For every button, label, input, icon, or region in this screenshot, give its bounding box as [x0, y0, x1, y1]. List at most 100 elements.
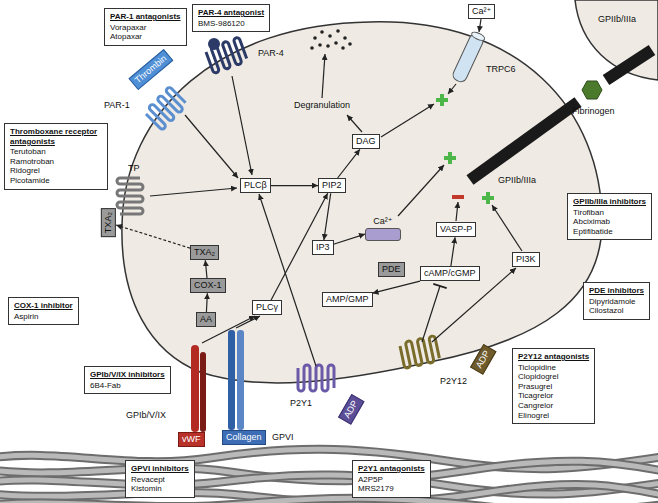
node-text: Abciximab	[573, 217, 646, 227]
inhibition-arrow	[422, 284, 447, 342]
signal-box: PLCβ	[240, 178, 271, 193]
node-heading: Ca²⁺	[472, 6, 491, 17]
ligand-box: ADP	[338, 394, 364, 425]
part-label: TRPC6	[486, 64, 516, 75]
node-heading: Thromboxane receptor antagonists	[10, 127, 102, 146]
ligand-box: vWF	[178, 432, 205, 447]
drug-box: P2Y1 antagonistsA2P5PMRS2179	[352, 460, 431, 498]
ligand-box: Thrombin	[128, 49, 173, 90]
node-heading: PAR-1 antagonists	[110, 12, 181, 22]
node-text: Eptifibatide	[573, 227, 646, 237]
inhibition-sign	[452, 195, 464, 199]
node-text: Revacept	[131, 475, 189, 485]
calcium-store: Ca²⁺	[365, 216, 401, 241]
part-label: P2Y1	[290, 398, 312, 409]
enzyme-box: PDE	[378, 262, 405, 277]
part-label: GPIIb/IIIa	[498, 175, 536, 186]
node-heading: COX-1	[194, 280, 222, 291]
ligand-box: Collagen	[222, 430, 266, 445]
signal-box: PIP2	[318, 178, 346, 193]
node-heading: Collagen	[226, 432, 262, 443]
collagen-fibres	[0, 449, 658, 503]
node-text: Vorapaxar	[110, 23, 181, 33]
node-text: Ramotroban	[10, 157, 102, 167]
node-text: Atopaxar	[110, 32, 181, 42]
node-heading: AA	[200, 314, 212, 325]
node-heading: P2Y12 antagonists	[518, 352, 589, 362]
enzyme-box: TXA₂	[190, 245, 219, 260]
node-heading: cAMP/cGMP	[424, 268, 476, 279]
signal-box: DAG	[352, 134, 380, 149]
node-heading: Thrombin	[133, 53, 169, 86]
node-heading: COX-1 inhibitor	[14, 301, 73, 311]
node-text: Cilostazol	[589, 306, 644, 316]
part-label: GPIb/V/IX	[126, 410, 166, 421]
par4-receptor	[205, 37, 248, 74]
drug-box: COX-1 inhibitorAspirin	[8, 297, 79, 325]
enzyme-box: TXA₂	[101, 208, 116, 237]
node-text: Ticagrelor	[518, 391, 589, 401]
node-heading: GPVI inhibitors	[131, 464, 189, 474]
drug-box: PAR-1 antagonistsVorapaxarAtopaxar	[104, 8, 187, 46]
node-heading: PLCβ	[244, 180, 267, 191]
drug-box: GPVI inhibitorsRevaceptKistomin	[125, 460, 195, 498]
drug-box: PAR-4 antagonistBMS-986120	[192, 4, 270, 32]
node-heading: PI3K	[516, 254, 536, 265]
second-platelet	[575, 0, 658, 80]
node-heading: ADP	[474, 349, 493, 371]
node-heading: Ca²⁺	[365, 216, 401, 227]
node-text: Prasugrel	[518, 382, 589, 392]
activation-sign	[436, 94, 494, 204]
node-heading: TXA₂	[103, 212, 114, 233]
signal-box: AMP/GMP	[322, 292, 373, 307]
node-heading: PDE	[382, 264, 401, 275]
part-label: GPVI	[272, 432, 294, 443]
node-text: Dipyridamole	[589, 297, 644, 307]
part-label: P2Y12	[440, 376, 467, 387]
node-heading: TXA₂	[194, 247, 215, 258]
node-heading: PLCγ	[256, 302, 278, 313]
arrow-connector	[116, 225, 190, 248]
arrow-connector	[324, 193, 331, 240]
signal-box: IP3	[312, 240, 334, 255]
node-heading: ADP	[342, 399, 361, 421]
granules	[310, 29, 352, 50]
node-heading: AMP/GMP	[326, 294, 369, 305]
signal-arrows	[150, 19, 522, 366]
drug-box: GPIIb/IIIa inhibitorsTirofibanAbciximabE…	[567, 193, 652, 240]
signal-box: Ca²⁺	[468, 4, 495, 19]
node-text: Cangrelor	[518, 401, 589, 411]
arrow-connector	[373, 281, 421, 293]
tp-receptor	[117, 178, 143, 214]
arrow-connector	[205, 260, 207, 278]
drug-box: P2Y12 antagonistsTiclopidineClopidogrelP…	[512, 348, 595, 424]
signal-box: PLCγ	[252, 300, 282, 315]
part-label: TP	[128, 163, 140, 174]
node-text: Ticlopidine	[518, 363, 589, 373]
trpc6-channel	[451, 31, 486, 84]
par1-receptor	[144, 86, 188, 130]
fibrinogen	[582, 81, 602, 99]
node-text: Ridogrel	[10, 166, 102, 176]
node-text: Aspirin	[14, 312, 73, 322]
gpvi-receptor	[228, 330, 244, 430]
node-heading: VASP-P	[440, 224, 472, 235]
arrow-connector	[334, 234, 366, 244]
part-label: GPIIb/IIIa	[598, 14, 636, 25]
platelet-cell	[122, 22, 602, 383]
node-text: BMS-986120	[198, 19, 264, 29]
node-text: A2P5P	[358, 475, 425, 485]
part-label: Fibrinogen	[572, 106, 615, 117]
node-text: MRS2179	[358, 484, 425, 494]
node-text: Elinogrel	[518, 411, 589, 421]
node-text: Terutoban	[10, 147, 102, 157]
node-text: Kistomin	[131, 484, 189, 494]
enzyme-box: COX-1	[190, 278, 226, 293]
node-heading: PAR-4 antagonist	[198, 8, 264, 18]
calcium-channel	[365, 228, 401, 241]
node-text: 6B4-Fab	[90, 381, 165, 391]
drug-box: GPIb/V/IX inhibitors6B4-Fab	[84, 366, 171, 394]
signal-box: cAMP/cGMP	[420, 266, 480, 281]
gpib-receptor	[191, 345, 206, 432]
p2y1-receptor	[298, 365, 334, 391]
